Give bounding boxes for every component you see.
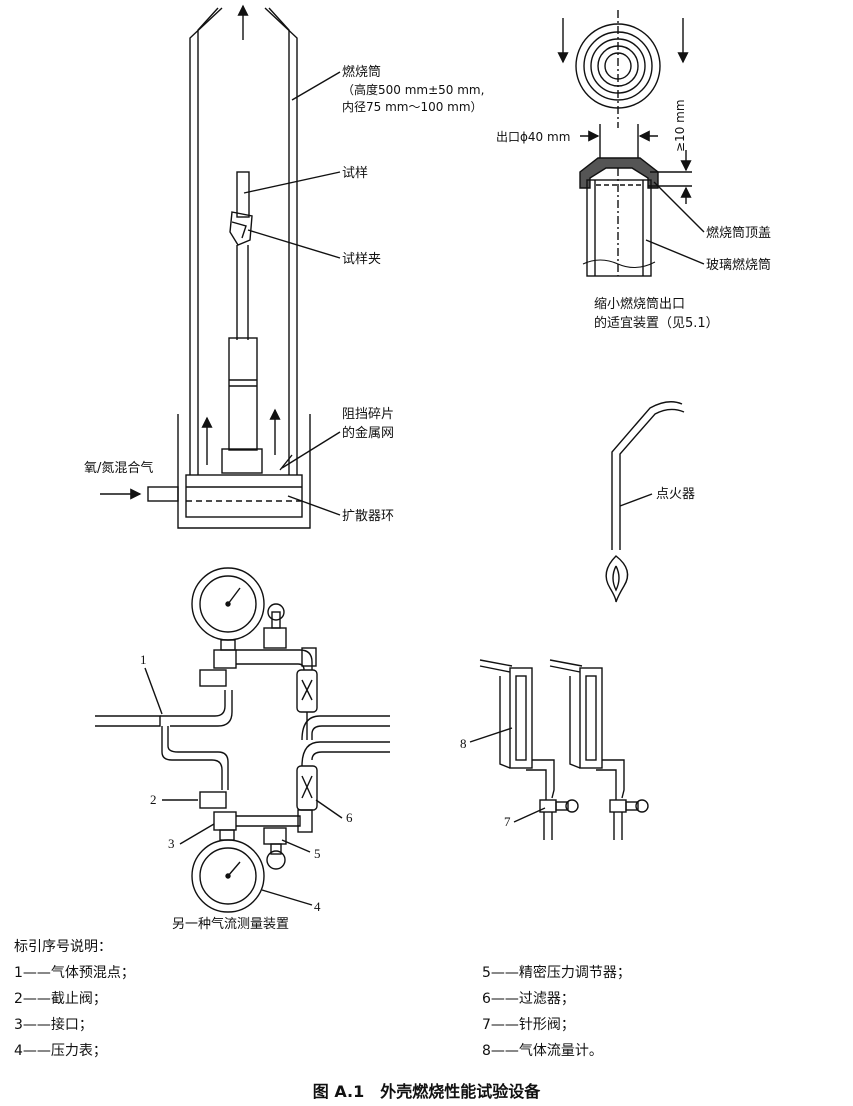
callout-5: 5	[314, 846, 321, 861]
reducer-top-view	[557, 10, 689, 128]
burner-tube	[189, 4, 298, 475]
reducer-section	[579, 124, 705, 277]
legend-title: 标引序号说明：	[14, 939, 112, 955]
min-gap-label: ≥10 mm	[673, 99, 687, 152]
igniter	[605, 401, 685, 603]
figure-caption: 图 A.1 外壳燃烧性能试验设备	[312, 1082, 541, 1101]
legend-item-8: 8——气体流量计。	[482, 1043, 603, 1059]
igniter-label: 点火器	[656, 487, 695, 502]
gas-inlet-pipe	[100, 486, 179, 502]
top-cover-label: 燃烧筒顶盖	[706, 225, 771, 241]
sample-holder-stand	[221, 337, 263, 474]
outlet-label: 出口ϕ40 mm	[496, 130, 570, 144]
legend-item-1: 1——气体预混点；	[14, 965, 135, 981]
burner-spec-line-1: （高度500 mm±50 mm,	[342, 82, 484, 97]
flow-meters	[469, 659, 649, 840]
legend-item-2: 2——截止阀；	[14, 991, 107, 1007]
reducer-caption-line-1: 缩小燃烧筒出口	[594, 296, 685, 312]
callout-3: 3	[168, 836, 175, 851]
legend-item-5: 5——精密压力调节器；	[482, 965, 631, 981]
sample-strip	[236, 171, 250, 218]
mesh-label-line-2: 的金属网	[342, 425, 394, 441]
burner-label: 燃烧筒	[342, 64, 381, 80]
alt-flow-caption: 另一种气流测量装置	[172, 916, 289, 930]
legend-item-6: 6——过滤器；	[482, 991, 575, 1007]
base-container	[177, 414, 311, 529]
gas-inlet-label: 氧/氮混合气	[84, 460, 153, 476]
mesh-label-line-1: 阻挡碎片	[342, 407, 394, 422]
legend-item-3: 3——接口；	[14, 1017, 93, 1033]
callout-8: 8	[460, 736, 467, 751]
legend-item-4: 4——压力表；	[14, 1043, 107, 1059]
sample-clamp-label: 试样夹	[342, 252, 381, 267]
sample-label: 试样	[342, 166, 368, 181]
callout-1: 1	[140, 652, 147, 667]
callout-2: 2	[150, 792, 157, 807]
sample-clamp	[229, 211, 253, 340]
flow-measurement-circuit	[95, 567, 390, 913]
burner-spec-line-2: 内径75 mm～100 mm）	[342, 100, 483, 114]
callout-4: 4	[314, 899, 321, 914]
reducer-caption-line-2: 的适宜装置（见5.1）	[594, 315, 719, 331]
glass-tube-label: 玻璃燃烧筒	[706, 257, 771, 273]
callout-7: 7	[504, 814, 511, 829]
callout-6: 6	[346, 810, 353, 825]
apparatus-diagram: 燃烧筒 （高度500 mm±50 mm, 内径75 mm～100 mm） 试样 …	[84, 4, 771, 930]
diffuser-label: 扩散器环	[342, 509, 394, 524]
legend-item-7: 7——针形阀；	[482, 1017, 575, 1033]
